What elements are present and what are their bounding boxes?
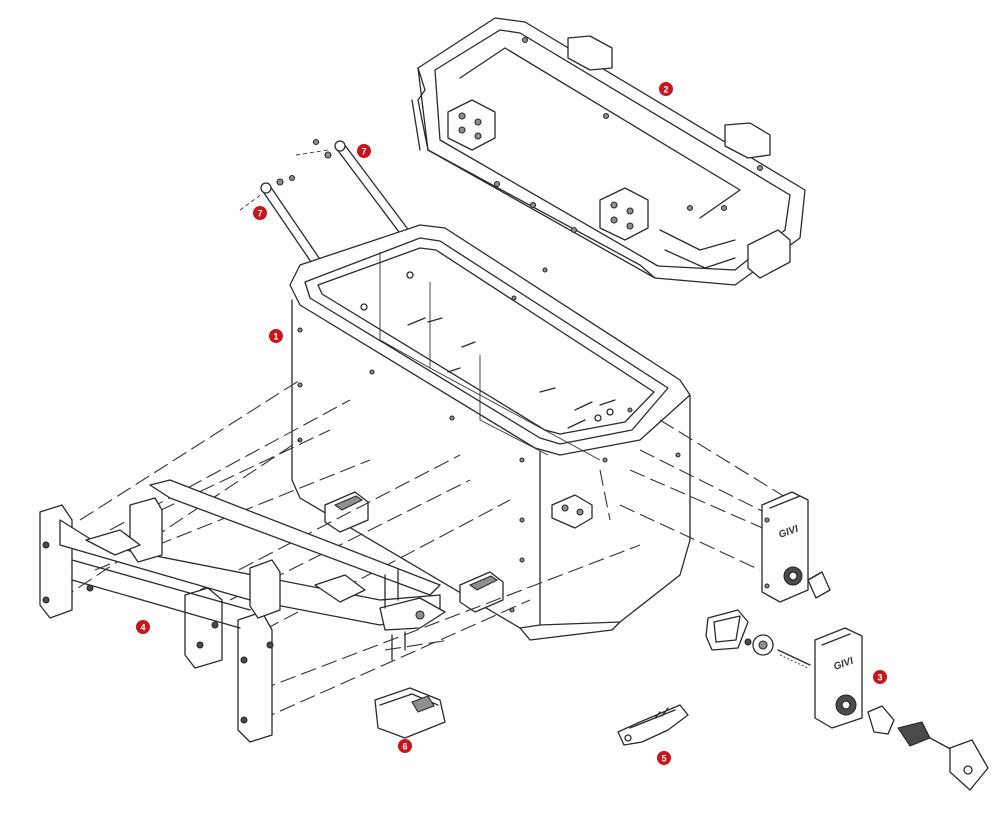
callout-5-label: 5	[661, 754, 666, 764]
callout-7-top-label: 7	[361, 147, 366, 157]
callout-1: 1	[269, 329, 283, 343]
callout-4: 4	[136, 620, 150, 634]
lid-part	[411, 17, 806, 286]
callout-7-left-label: 7	[257, 209, 262, 219]
callout-5: 5	[657, 751, 671, 765]
mount-frame-part	[39, 479, 446, 743]
callout-1-label: 1	[273, 332, 278, 342]
foot-pad-part	[374, 687, 446, 739]
callout-7-top: 7	[357, 144, 371, 158]
callout-2-label: 2	[663, 85, 668, 95]
callout-3: 3	[873, 670, 887, 684]
callout-7-left: 7	[253, 206, 267, 220]
lock-plate-assembled: GIVI	[761, 491, 831, 603]
callout-4-label: 4	[140, 623, 145, 633]
box-body-part	[289, 224, 691, 641]
lock-assembly-part: GIVI	[705, 571, 989, 791]
callout-3-label: 3	[877, 673, 882, 683]
assembly-guide-lines	[59, 379, 791, 721]
callout-6-label: 6	[402, 742, 407, 752]
handle-bracket-part	[617, 704, 689, 746]
callout-2: 2	[659, 82, 673, 96]
callout-6: 6	[398, 739, 412, 753]
